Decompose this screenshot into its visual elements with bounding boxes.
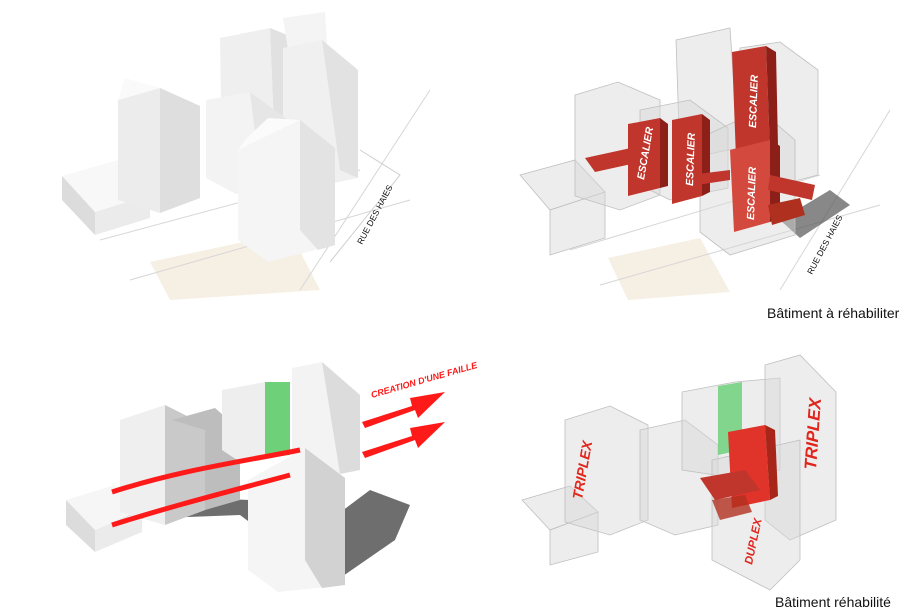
building-back-with-rift (222, 382, 290, 462)
stair-label: ESCALIER (747, 74, 761, 128)
rift-arrow (362, 392, 445, 428)
stair-cores (585, 46, 815, 232)
caption-building-rehabilitated: Bâtiment réhabilité (775, 594, 891, 610)
stair-core (732, 46, 770, 158)
rift-void (265, 382, 290, 458)
building-tower-front (292, 362, 360, 478)
rift-annotation: CREATION D'UNE FAILLE (370, 360, 479, 400)
stair-core (730, 140, 770, 232)
translucent-massing (521, 354, 837, 591)
duplex-volume (700, 425, 778, 520)
panel-circulation: ESCALIER ESCALIER ESCALIER ESCALIER RUE … (519, 27, 891, 300)
street-curb (329, 149, 401, 263)
stair-label: ESCALIER (684, 132, 698, 186)
stair-label: ESCALIER (745, 166, 759, 220)
plaza-ground (608, 238, 730, 300)
rift-curve (111, 447, 301, 495)
building-front-gabled (248, 448, 345, 592)
panel-existing-massing: RUE DES HAIES (62, 12, 431, 300)
building-front-gabled (238, 118, 335, 262)
stair-shadow (780, 190, 850, 238)
building-gabled-left (118, 78, 200, 213)
rift-arrow (362, 422, 445, 458)
caption-building-to-rehabilitate: Bâtiment à réhabiliter (767, 305, 900, 321)
rift-curve (111, 472, 291, 528)
panel-rehabilitated: TRIPLEX TRIPLEX DUPLEX (521, 354, 837, 591)
panel-rift: CREATION D'UNE FAILLE (66, 360, 479, 592)
stair-core (628, 118, 660, 196)
